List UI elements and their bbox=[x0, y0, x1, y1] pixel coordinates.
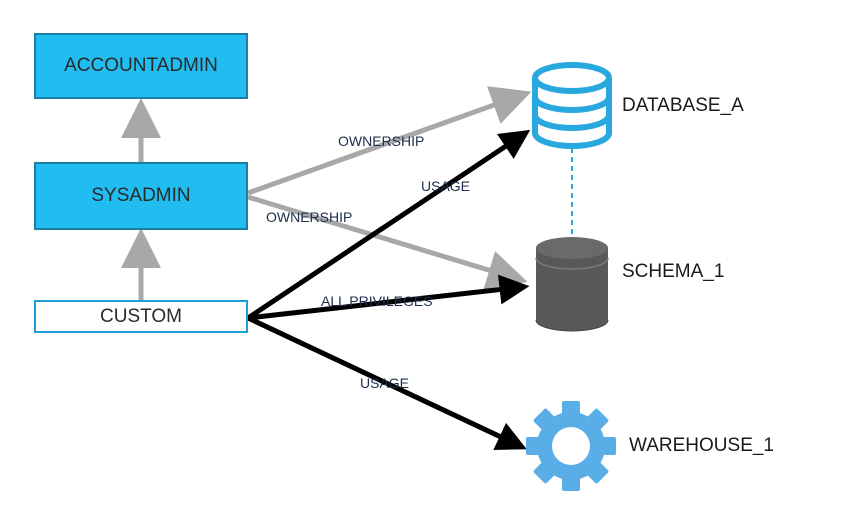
accountadmin-label: ACCOUNTADMIN bbox=[64, 55, 218, 76]
custom-role: CUSTOM bbox=[34, 300, 248, 333]
accountadmin-role: ACCOUNTADMIN bbox=[34, 33, 248, 99]
database-icon bbox=[532, 62, 612, 149]
gear-icon bbox=[526, 401, 616, 491]
custom-schema-privileges-label: ALL PRIVILEGES bbox=[321, 293, 433, 309]
sysadmin-schema-ownership-label: OWNERSHIP bbox=[266, 209, 353, 225]
database-label: DATABASE_A bbox=[622, 95, 744, 116]
custom-label: CUSTOM bbox=[100, 305, 182, 327]
custom-warehouse-usage-label: USAGE bbox=[360, 375, 410, 391]
warehouse-label: WAREHOUSE_1 bbox=[629, 435, 774, 456]
sysadmin-label: SYSADMIN bbox=[91, 185, 191, 206]
schema-icon bbox=[535, 237, 609, 332]
sysadmin-database-ownership-label: OWNERSHIP bbox=[338, 133, 425, 149]
custom-database-usage-arrow bbox=[246, 129, 531, 321]
sysadmin-role: SYSADMIN bbox=[34, 162, 248, 230]
custom-warehouse-usage-arrow bbox=[246, 315, 527, 450]
sysadmin-schema-ownership-arrow bbox=[247, 194, 528, 290]
schema-label: SCHEMA_1 bbox=[622, 261, 725, 282]
custom-schema-privileges-arrow bbox=[247, 274, 530, 321]
sysadmin-database-ownership-arrow bbox=[247, 86, 532, 196]
custom-database-usage-label: USAGE bbox=[421, 178, 471, 194]
